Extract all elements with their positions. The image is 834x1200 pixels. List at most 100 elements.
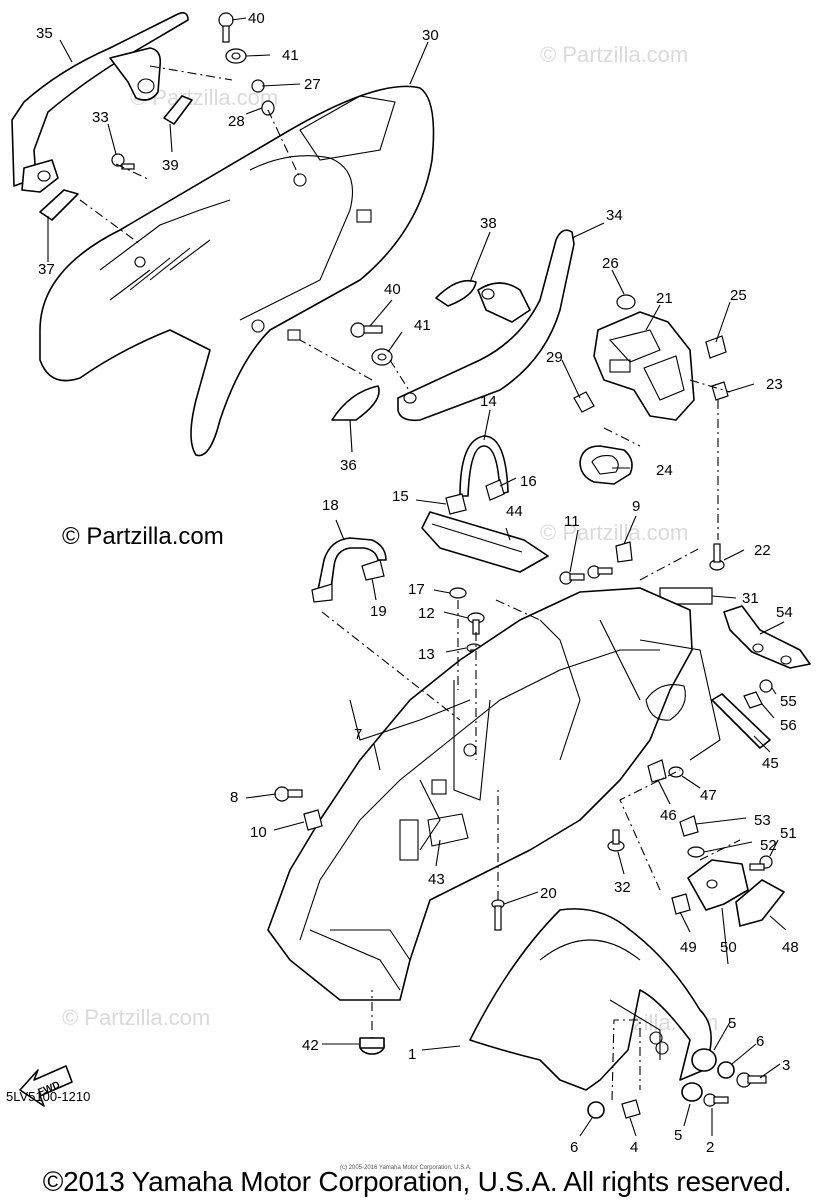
band-18 xyxy=(311,537,387,603)
callout-18: 18 xyxy=(322,497,339,514)
bolt-2 xyxy=(703,1093,729,1107)
bracket-54 xyxy=(723,605,811,669)
bracket-50 xyxy=(687,859,749,911)
callout-42: 42 xyxy=(302,1037,319,1054)
rubber-pad-36 xyxy=(331,385,380,421)
callout-52: 52 xyxy=(760,837,777,854)
nut-56 xyxy=(743,691,763,709)
nut-49 xyxy=(671,893,691,915)
washer-47 xyxy=(668,766,684,778)
clip-15 xyxy=(445,493,467,515)
callout-41: 41 xyxy=(414,317,431,334)
callout-19: 19 xyxy=(370,603,387,620)
callout-40: 40 xyxy=(248,10,265,27)
diagram-code: 5LV5100-1210 xyxy=(6,1089,91,1104)
band-14 xyxy=(459,435,509,497)
callout-30: 30 xyxy=(422,27,439,44)
callout-55: 55 xyxy=(780,693,797,710)
nut-10 xyxy=(303,809,323,831)
bolts-11 xyxy=(559,565,613,585)
callout-8: 8 xyxy=(230,789,238,806)
screw-32 xyxy=(607,829,625,852)
callout-49: 49 xyxy=(680,939,697,956)
callout-54: 54 xyxy=(776,604,793,621)
watermark: © Partzilla.com xyxy=(62,1005,210,1030)
cover-44 xyxy=(421,511,549,573)
callout-31: 31 xyxy=(742,590,759,607)
callout-36: 36 xyxy=(340,457,357,474)
callout-22: 22 xyxy=(754,542,771,559)
reflector-45 xyxy=(711,693,771,749)
callout-38: 38 xyxy=(480,215,497,232)
callout-7: 7 xyxy=(354,726,362,743)
callout-3: 3 xyxy=(782,1057,790,1074)
nut-4 xyxy=(621,1099,641,1119)
callout-6: 6 xyxy=(756,1033,764,1050)
screw-12 xyxy=(467,612,485,635)
washer-6-right xyxy=(717,1061,735,1079)
callout-21: 21 xyxy=(656,290,673,307)
reflector-48 xyxy=(735,879,785,927)
nut-9 xyxy=(615,541,633,563)
callout-13: 13 xyxy=(418,646,435,663)
callout-27: 27 xyxy=(304,76,321,93)
callout-9: 9 xyxy=(632,498,640,515)
callout-46: 46 xyxy=(660,807,677,824)
callout-48: 48 xyxy=(782,939,799,956)
collar-41-top xyxy=(225,48,247,64)
screw-22 xyxy=(709,543,725,571)
callout-2: 2 xyxy=(706,1139,714,1156)
clip-19 xyxy=(361,559,385,581)
copyright-footer: ©2013 Yamaha Motor Corporation, U.S.A. A… xyxy=(42,1166,792,1197)
callout-47: 47 xyxy=(700,787,717,804)
relation-lines xyxy=(79,65,741,1101)
callout-44: 44 xyxy=(506,503,523,520)
watermark: © Partzilla.com xyxy=(540,42,688,67)
callout-5: 5 xyxy=(674,1127,682,1144)
nut-53 xyxy=(679,815,699,837)
rubber-pad-39 xyxy=(163,95,193,125)
callout-40: 40 xyxy=(384,281,401,298)
leader-lines xyxy=(47,17,787,1137)
bolt-8 xyxy=(274,786,303,802)
grab-bar-left xyxy=(11,12,189,193)
callout-24: 24 xyxy=(656,462,673,479)
callout-34: 34 xyxy=(606,207,623,224)
rivet-20 xyxy=(491,899,505,931)
callout-50: 50 xyxy=(720,939,737,956)
callout-33: 33 xyxy=(92,109,109,126)
clip-29 xyxy=(573,391,595,413)
rubber-pad-38 xyxy=(435,279,477,307)
callout-56: 56 xyxy=(780,717,797,734)
collar-41-mid xyxy=(371,348,393,366)
washer-6-left xyxy=(587,1101,605,1119)
callout-17: 17 xyxy=(408,581,425,598)
washer-17 xyxy=(449,587,467,599)
callout-29: 29 xyxy=(546,349,563,366)
callout-43: 43 xyxy=(428,871,445,888)
callout-51: 51 xyxy=(780,825,797,842)
callout-41: 41 xyxy=(282,47,299,64)
callout-37: 37 xyxy=(38,261,55,278)
grab-bar-right xyxy=(397,229,575,422)
callout-26: 26 xyxy=(602,255,619,272)
callout-32: 32 xyxy=(614,879,631,896)
callout-23: 23 xyxy=(766,376,783,393)
clip-23 xyxy=(711,381,729,401)
callout-labels: 3 5 40 41 27 2 8 33 39 37 30 34 38 40 41 3… xyxy=(36,10,799,1156)
bolt-3 xyxy=(736,1072,767,1088)
damper-5-left xyxy=(681,1082,703,1102)
callout-5: 5 xyxy=(728,1015,736,1032)
callout-4: 4 xyxy=(630,1139,638,1156)
bolt-40-top xyxy=(218,12,234,43)
callout-25: 25 xyxy=(730,287,747,304)
front-fender-1 xyxy=(469,908,712,1091)
washer-52 xyxy=(687,846,705,858)
rear-fender-7 xyxy=(267,587,721,1001)
bolt-51 xyxy=(749,855,773,871)
callout-39: 39 xyxy=(162,157,179,174)
bracket-21 xyxy=(593,311,695,421)
callout-16: 16 xyxy=(520,473,537,490)
callout-14: 14 xyxy=(480,393,497,410)
